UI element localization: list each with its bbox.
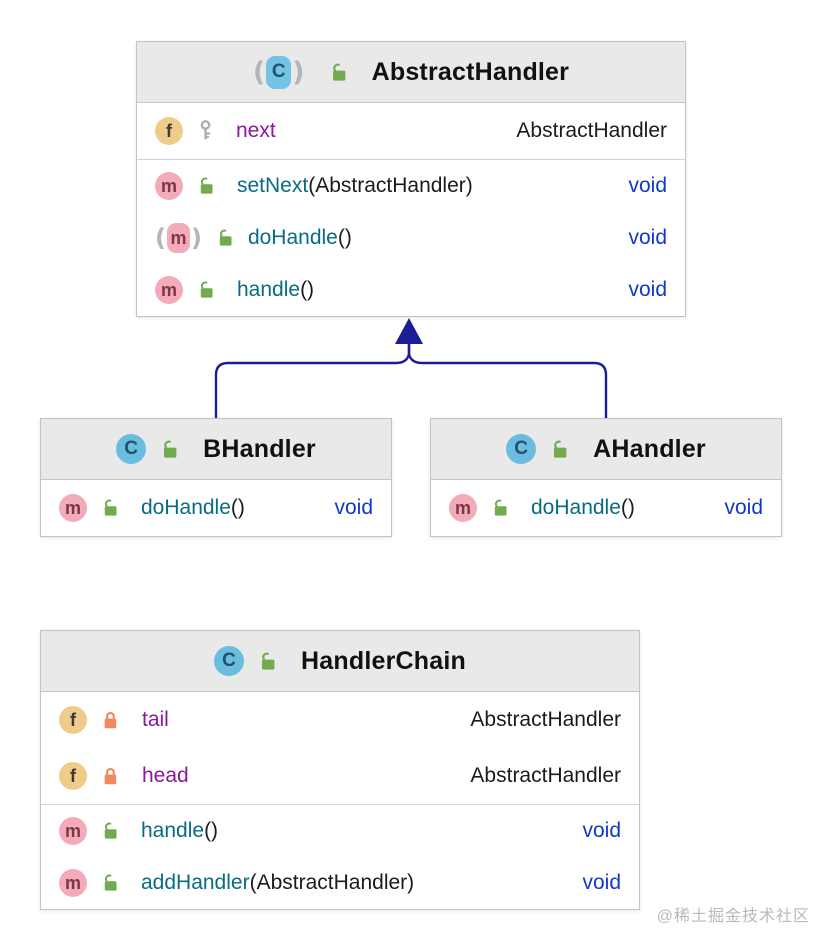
inheritance-arrow[interactable] [0, 315, 824, 419]
method-return-type: void [334, 496, 373, 519]
field-icon: f [59, 706, 87, 734]
method-params: (AbstractHandler) [308, 174, 473, 197]
class-name: AbstractHandler [371, 57, 570, 86]
method-params: (AbstractHandler) [249, 871, 415, 894]
method-name: doHandle [531, 496, 621, 519]
field-icon: f [155, 117, 183, 145]
class-node-ahandler[interactable]: C AHandler m doHandle() void [430, 418, 782, 537]
method-row-dohandle-abstract[interactable]: ( m ) doHandle() void [137, 212, 685, 264]
section-divider [137, 159, 685, 160]
field-type: AbstractHandler [516, 119, 667, 142]
class-header[interactable]: ( C ) AbstractHandler [137, 42, 685, 103]
field-name: head [142, 764, 189, 787]
method-params: () [204, 819, 219, 842]
closed-lock-icon [101, 710, 120, 730]
field-type: AbstractHandler [470, 708, 621, 731]
field-name: tail [142, 708, 169, 731]
method-row-setnext[interactable]: m setNext(AbstractHandler) void [137, 160, 685, 212]
closed-lock-icon [101, 766, 120, 786]
open-lock-icon [101, 874, 119, 892]
method-return-type: void [582, 871, 621, 894]
open-lock-icon [197, 177, 215, 195]
class-node-handlerchain[interactable]: C HandlerChain f tail AbstractHandler f [40, 630, 640, 910]
key-icon [197, 119, 214, 144]
method-name: doHandle [141, 496, 231, 519]
method-params: () [337, 226, 352, 249]
class-name: HandlerChain [301, 646, 466, 675]
arrowhead-icon [395, 318, 423, 344]
class-icon: C [506, 434, 537, 464]
method-return-type: void [628, 174, 667, 197]
class-name: BHandler [203, 434, 316, 463]
class-node-abstracthandler[interactable]: ( C ) AbstractHandler f next AbstractHan… [136, 41, 686, 317]
field-name: next [236, 119, 276, 142]
open-lock-icon [101, 499, 119, 517]
open-lock-icon [197, 281, 215, 299]
method-return-type: void [628, 278, 667, 301]
method-icon: m [59, 869, 87, 897]
field-type: AbstractHandler [470, 764, 621, 787]
class-icon: C [116, 434, 147, 464]
class-header[interactable]: C AHandler [431, 419, 781, 480]
field-row-tail[interactable]: f tail AbstractHandler [41, 692, 639, 748]
method-icon: m [166, 223, 190, 253]
method-params: () [300, 278, 315, 301]
method-name: handle [237, 278, 301, 301]
method-row-handle[interactable]: m handle() void [137, 264, 685, 316]
field-icon: f [59, 762, 87, 790]
field-row-head[interactable]: f head AbstractHandler [41, 748, 639, 804]
class-header[interactable]: C HandlerChain [41, 631, 639, 692]
method-name: addHandler [141, 871, 250, 894]
abstract-method-icon: ( m ) [155, 223, 202, 253]
method-return-type: void [724, 496, 763, 519]
method-name: doHandle [247, 226, 338, 249]
class-header[interactable]: C BHandler [41, 419, 391, 480]
open-lock-icon [329, 63, 348, 82]
method-icon: m [155, 276, 183, 304]
method-params: () [620, 496, 635, 519]
abstract-paren-right: ) [190, 224, 202, 252]
open-lock-icon [160, 440, 179, 459]
open-lock-icon [216, 229, 234, 247]
method-name: setNext [237, 174, 309, 197]
section-divider [41, 804, 639, 805]
class-icon: C [214, 646, 245, 676]
method-icon: m [449, 494, 477, 522]
method-row-addhandler[interactable]: m addHandler(AbstractHandler) void [41, 857, 639, 909]
class-name: AHandler [593, 434, 706, 463]
edge-bhandler-to-abstracthandler [214, 343, 411, 418]
class-icon: C [266, 55, 292, 89]
method-return-type: void [628, 226, 667, 249]
method-row-handle[interactable]: m handle() void [41, 805, 639, 857]
method-icon: m [155, 172, 183, 200]
method-icon: m [59, 817, 87, 845]
abstract-paren-left: ( [252, 56, 266, 88]
open-lock-icon [101, 822, 119, 840]
method-return-type: void [582, 819, 621, 842]
watermark: @稀土掘金技术社区 [656, 908, 810, 925]
abstract-class-icon: ( C ) [252, 55, 305, 89]
open-lock-icon [258, 652, 277, 671]
method-row-dohandle[interactable]: m doHandle() void [431, 480, 781, 536]
method-name: handle [141, 819, 205, 842]
method-row-dohandle[interactable]: m doHandle() void [41, 480, 391, 536]
open-lock-icon [550, 440, 569, 459]
abstract-paren-right: ) [292, 56, 305, 88]
open-lock-icon [491, 499, 509, 517]
class-node-bhandler[interactable]: C BHandler m doHandle() void [40, 418, 392, 537]
abstract-paren-left: ( [155, 224, 166, 252]
edge-ahandler-to-abstracthandler [407, 343, 608, 418]
method-icon: m [59, 494, 87, 522]
field-row-next[interactable]: f next AbstractHandler [137, 103, 685, 159]
method-params: () [230, 496, 245, 519]
